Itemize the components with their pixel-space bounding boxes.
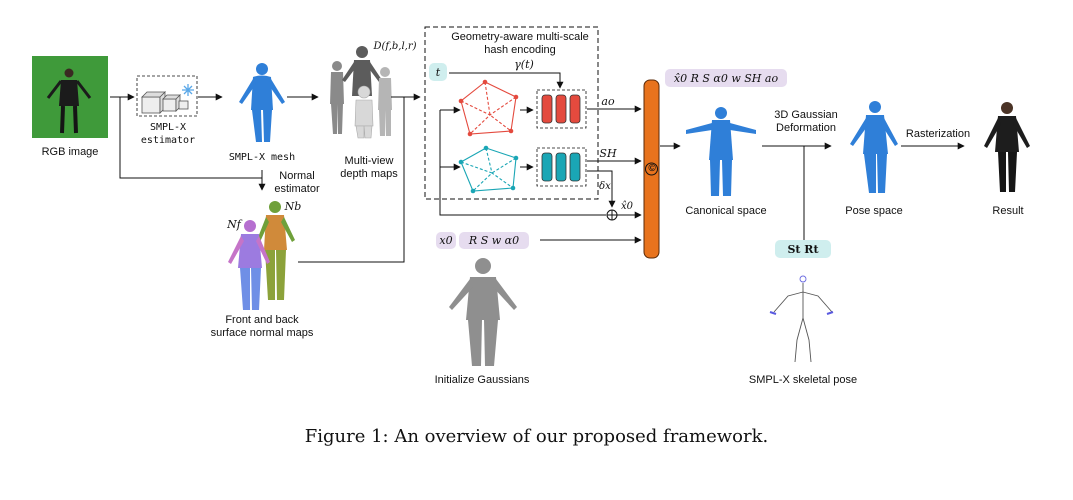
teal-feature-block xyxy=(536,147,587,187)
depth-maps-label: Multi-view depth maps xyxy=(340,155,398,180)
red-feature-block xyxy=(536,89,587,129)
deformation-label: 3D Gaussian Deformation xyxy=(774,109,838,134)
initial-gaussians-figure xyxy=(449,258,517,366)
canonical-label: Canonical space xyxy=(685,205,767,217)
skeleton-figure xyxy=(769,275,834,363)
snowflake-icon xyxy=(182,84,194,96)
init-attributes-chip: R S w α0 xyxy=(459,232,529,249)
concat-symbol: © xyxy=(648,163,656,174)
smplx-estimator-label: SMPL-X estimator xyxy=(140,122,196,146)
pose-params-chip: St Rt xyxy=(775,240,831,258)
plus-node xyxy=(606,209,618,221)
result-label: Result xyxy=(992,205,1024,217)
depth-maps-figure xyxy=(330,46,392,139)
init-gaussians-label: Initialize Gaussians xyxy=(434,374,530,386)
rasterization-label: Rasterization xyxy=(905,128,971,140)
x0-chip: x0 xyxy=(436,232,456,249)
figure-caption: Figure 1: An overview of our proposed fr… xyxy=(304,426,769,447)
smplx-mesh-figure xyxy=(239,63,285,142)
gamma-label: γ(t) xyxy=(514,58,534,71)
rgb-image xyxy=(32,56,108,138)
x0-hat-label: x̂0 xyxy=(620,201,633,212)
arrow-normal-to-depth xyxy=(298,97,405,263)
hash-encoding-title: Geometry-aware multi-scale hash encoding xyxy=(451,31,589,56)
nf-label: Nf xyxy=(227,218,241,231)
red-hash-pentagon xyxy=(458,79,519,137)
rgb-image-label: RGB image xyxy=(41,146,99,158)
skeletal-pose-label: SMPL-X skeletal pose xyxy=(748,374,858,386)
pose-space-figure xyxy=(850,101,898,193)
normal-estimator-label: Normal estimator xyxy=(274,170,320,195)
ao-label: ao xyxy=(601,95,615,108)
canonical-figure xyxy=(686,107,756,196)
pose-space-label: Pose space xyxy=(845,205,903,217)
hash-encoding-box xyxy=(424,26,599,200)
delta-label: δx xyxy=(599,181,611,192)
normal-maps-figure xyxy=(228,201,295,310)
teal-hash-pentagon xyxy=(458,145,519,194)
smplx-estimator-box xyxy=(136,75,198,117)
normal-maps-label: Front and back surface normal maps xyxy=(210,314,314,339)
arrow-delta xyxy=(587,170,616,208)
result-figure xyxy=(984,102,1030,192)
t-chip: t xyxy=(429,63,447,81)
arrow-rgb-to-normal xyxy=(119,97,262,179)
top-attributes-chip: x̂0 R S α0 w SH ao xyxy=(665,69,787,87)
smplx-mesh-label: SMPL-X mesh xyxy=(228,152,296,163)
nb-label: Nb xyxy=(284,200,302,213)
depth-symbol: D(f,b,l,r) xyxy=(373,41,417,52)
cube-icon xyxy=(141,91,189,114)
sh-label: SH xyxy=(599,147,617,160)
